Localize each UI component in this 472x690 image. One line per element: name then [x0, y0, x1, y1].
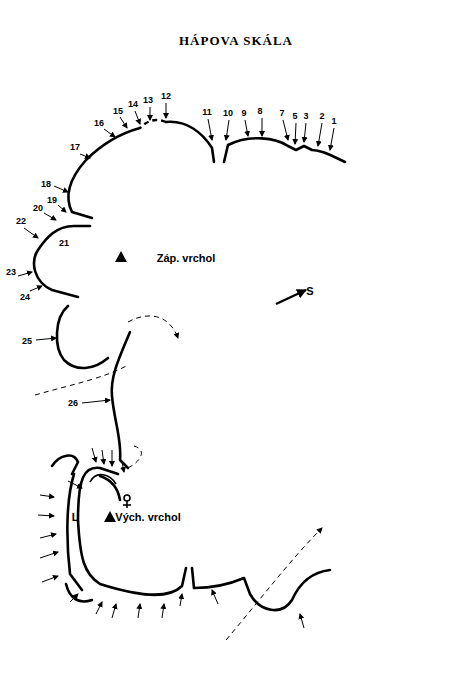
- route-arrow: [58, 205, 66, 212]
- route-arrow: [68, 481, 82, 488]
- route-arrow: [36, 338, 56, 340]
- route-number: 25: [22, 337, 32, 346]
- summit-label: Záp. vrchol: [157, 253, 216, 264]
- route-arrow: [40, 534, 56, 538]
- route-number: 15: [113, 107, 123, 116]
- route-number: 18: [41, 180, 51, 189]
- route-arrow: [283, 120, 288, 140]
- route-arrow: [226, 120, 229, 140]
- route-number: 8: [257, 107, 262, 116]
- route-arrow: [92, 448, 96, 462]
- route-number: 22: [16, 217, 26, 226]
- route-arrow: [104, 129, 115, 137]
- route-arrow: [135, 111, 140, 124]
- summit-label: Vých. vrchol: [115, 512, 180, 523]
- route-arrow: [120, 117, 127, 128]
- route-number: 5: [292, 112, 297, 121]
- route-arrow: [295, 123, 296, 144]
- route-arrow: [38, 515, 54, 516]
- route-number: 21: [59, 239, 69, 248]
- route-arrow: [40, 495, 54, 497]
- route-number: 20: [33, 204, 43, 213]
- route-arrow: [166, 103, 167, 118]
- route-arrow: [300, 614, 304, 628]
- route-number: 1: [331, 117, 336, 126]
- route-arrow: [70, 594, 78, 602]
- route-arrow: [96, 602, 102, 614]
- route-arrow: [42, 576, 58, 582]
- route-arrow: [330, 128, 334, 150]
- route-arrow: [24, 228, 38, 238]
- route-number: 14: [128, 100, 138, 109]
- route-arrow: [212, 590, 218, 604]
- route-number: 26: [68, 399, 78, 408]
- route-arrow: [122, 462, 124, 472]
- route-arrow: [102, 450, 104, 464]
- route-arrow: [18, 272, 32, 276]
- route-number: 24: [20, 293, 30, 302]
- route-number: 19: [47, 196, 57, 205]
- route-arrow: [180, 594, 182, 606]
- route-number: 9: [241, 109, 246, 118]
- route-arrow: [150, 107, 151, 120]
- map-mark: L: [72, 512, 79, 523]
- route-arrow: [304, 123, 306, 142]
- route-number: 11: [202, 108, 212, 117]
- route-arrow: [80, 154, 90, 158]
- route-arrow: [112, 450, 113, 466]
- route-arrow: [112, 604, 116, 618]
- route-number: 12: [161, 92, 171, 101]
- route-number: 3: [303, 112, 308, 121]
- route-number: 17: [70, 143, 80, 152]
- route-arrow: [82, 400, 110, 403]
- route-number: 23: [6, 268, 16, 277]
- route-arrow: [30, 286, 42, 291]
- route-number: 16: [94, 119, 104, 128]
- route-arrow: [40, 552, 58, 558]
- map-title: HÁPOVA SKÁLA: [179, 34, 293, 47]
- route-number: 13: [143, 96, 153, 105]
- route-arrow: [208, 119, 212, 140]
- route-number: 2: [319, 112, 324, 121]
- route-number: 7: [279, 109, 284, 118]
- route-arrow: [44, 213, 56, 220]
- route-number: 10: [223, 109, 233, 118]
- map-mark: S: [306, 286, 313, 297]
- route-arrow: [245, 120, 248, 136]
- route-arrow: [54, 186, 68, 192]
- route-arrow: [318, 123, 322, 146]
- route-arrow: [162, 604, 164, 618]
- route-arrow: [138, 604, 140, 618]
- route-arrow: [262, 118, 263, 136]
